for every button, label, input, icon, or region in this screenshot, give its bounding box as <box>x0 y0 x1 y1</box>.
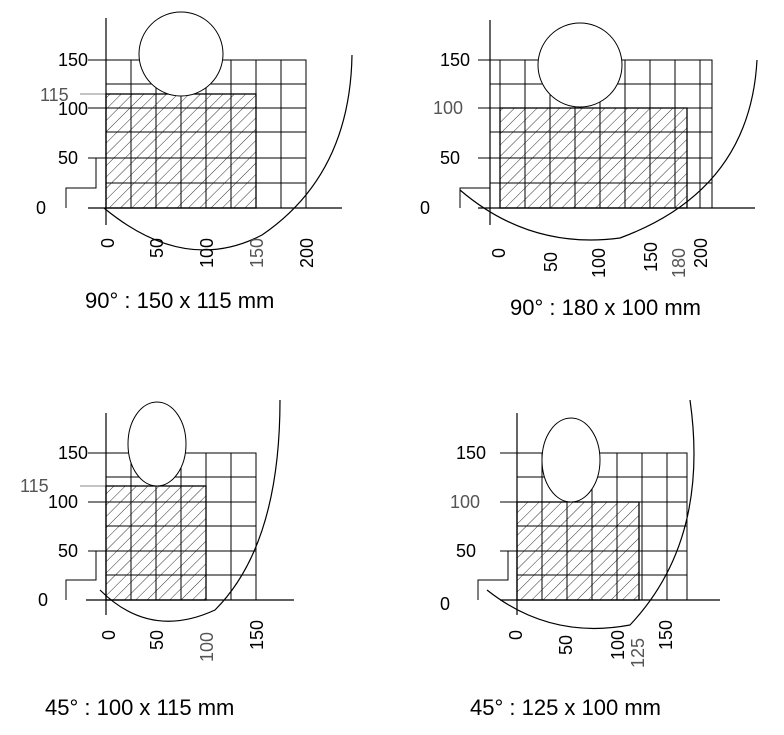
x-tick-label: 100 <box>608 630 628 660</box>
x-tick-label: 150 <box>656 620 676 650</box>
y-tick-label: 50 <box>440 148 460 168</box>
blade-arc <box>486 399 695 630</box>
y-tick-label: 100 <box>450 492 480 512</box>
diagram-90-150x115: 150 115 100 50 0 0 50 100 150 200 90° : … <box>36 11 353 313</box>
diagram-45-100x115: 150 115 100 50 0 0 50 100 150 45° : 100 … <box>20 399 294 720</box>
diagram-caption: 45° : 125 x 100 mm <box>470 695 661 720</box>
diagram-45-125x100: 150 100 50 0 0 50 100 125 150 45° : 125 … <box>440 399 720 720</box>
y-tick-label: 100 <box>433 98 463 118</box>
diagram-caption: 90° : 150 x 115 mm <box>85 288 274 313</box>
x-tick-label: 100 <box>589 248 609 278</box>
y-tick-label: 150 <box>58 443 88 463</box>
x-tick-label: 50 <box>147 630 167 650</box>
y-tick-label: 50 <box>58 541 78 561</box>
x-tick-label: 50 <box>541 252 561 272</box>
x-tick-label-highlight: 125 <box>628 638 648 668</box>
y-tick-label: 100 <box>48 492 78 512</box>
x-tick-label: 150 <box>247 620 267 650</box>
blade-flange-ellipse <box>127 401 187 487</box>
cut-area-hatched <box>516 501 640 601</box>
y-tick-label: 0 <box>38 590 48 610</box>
x-tick-label: 0 <box>99 630 119 640</box>
x-tick-label: 50 <box>147 238 167 258</box>
blade-flange-circle <box>537 22 623 108</box>
y-tick-label: 0 <box>36 198 46 218</box>
y-tick-label: 50 <box>456 541 476 561</box>
diagram-90-180x100: 150 100 50 0 0 50 100 150 180 200 90° : … <box>420 20 758 320</box>
fence-profile <box>65 550 106 600</box>
x-tick-label: 50 <box>556 635 576 655</box>
fence-profile <box>65 157 106 208</box>
y-tick-label: 50 <box>58 148 78 168</box>
x-tick-label-highlight: 150 <box>247 238 267 268</box>
fence-profile <box>477 550 517 600</box>
x-tick-label: 100 <box>197 238 217 268</box>
y-highlight-label: 115 <box>20 476 49 496</box>
x-tick-label: 0 <box>506 630 526 640</box>
x-tick-label-highlight: 100 <box>197 632 217 662</box>
cut-area-hatched <box>499 107 688 209</box>
blade-arc <box>459 59 758 241</box>
blade-arc <box>99 399 281 622</box>
x-tick-label: 200 <box>691 238 711 268</box>
blade-flange-circle <box>138 11 224 97</box>
y-tick-label: 0 <box>440 594 450 614</box>
blade-flange-ellipse <box>541 417 601 503</box>
diagram-caption: 45° : 100 x 115 mm <box>45 695 234 720</box>
cut-area-hatched <box>105 485 207 601</box>
y-tick-label: 150 <box>440 50 470 70</box>
y-tick-label: 100 <box>58 99 88 119</box>
x-tick-label: 150 <box>641 242 661 272</box>
x-tick-label: 0 <box>98 238 118 248</box>
y-tick-label: 150 <box>58 50 88 70</box>
y-tick-label: 150 <box>456 443 486 463</box>
x-tick-label: 0 <box>489 248 509 258</box>
y-highlight-label: 115 <box>40 85 69 105</box>
blade-arc <box>103 54 353 251</box>
x-tick-label-highlight: 180 <box>669 248 689 278</box>
fence-profile <box>459 157 500 208</box>
cut-area-hatched <box>105 93 257 209</box>
x-tick-label: 200 <box>297 238 317 268</box>
diagram-caption: 90° : 180 x 100 mm <box>510 295 701 320</box>
y-tick-label: 0 <box>420 198 430 218</box>
